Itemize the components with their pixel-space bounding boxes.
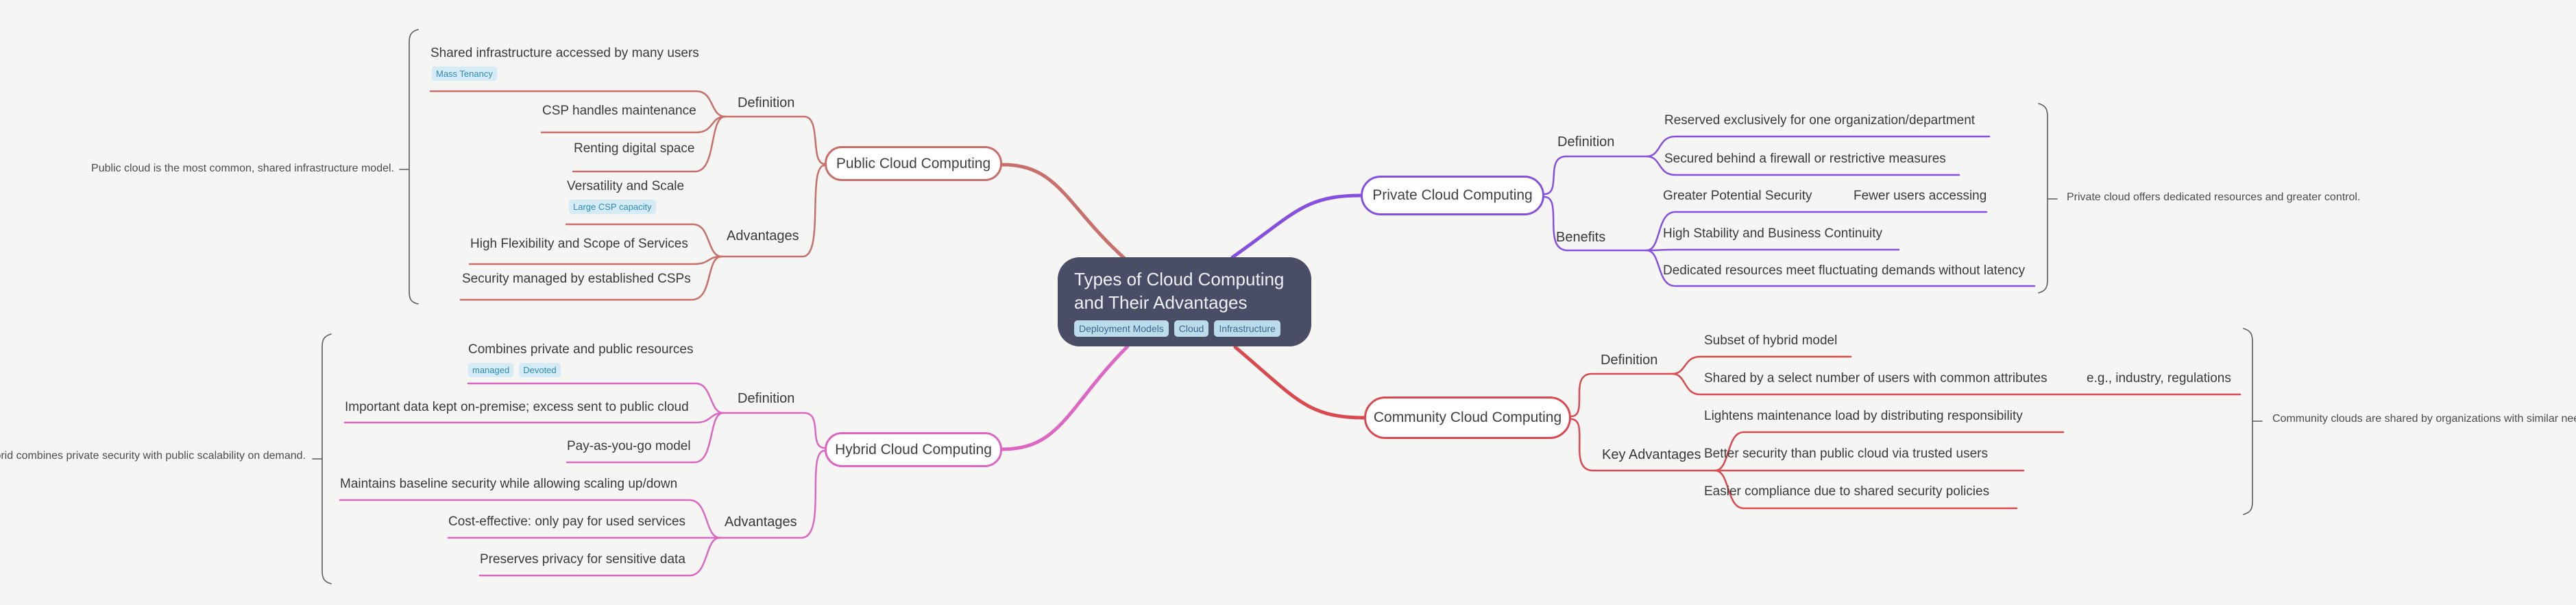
- community-leaf-easier-compliance[interactable]: Easier compliance due to shared security…: [1704, 484, 1990, 499]
- community-leaf-eg-industry[interactable]: e.g., industry, regulations: [2087, 371, 2231, 385]
- root-tags: Deployment Models Cloud Infrastructure: [1074, 320, 1295, 337]
- community-leaf-lightens[interactable]: Lightens maintenance load by distributin…: [1704, 409, 2023, 423]
- edge-root-community: [1233, 345, 1366, 420]
- public-leaf-flexibility[interactable]: High Flexibility and Scope of Services: [470, 237, 688, 251]
- community-cloud-node[interactable]: Community Cloud Computing: [1364, 396, 1571, 439]
- tag-large-csp-capacity[interactable]: Large CSP capacity: [569, 200, 656, 214]
- edge-root-private: [1230, 193, 1363, 259]
- hybrid-leaf-preserves-privacy[interactable]: Preserves privacy for sensitive data: [480, 552, 685, 567]
- private-leaf-reserved[interactable]: Reserved exclusively for one organizatio…: [1664, 113, 1976, 128]
- public-summary-bracket: [399, 29, 419, 305]
- public-definition-label[interactable]: Definition: [738, 95, 795, 110]
- hybrid-leaf-combines-tags: managed Devoted: [468, 363, 561, 377]
- private-benefits-label[interactable]: Benefits: [1556, 230, 1606, 245]
- tag-devoted[interactable]: Devoted: [519, 363, 561, 377]
- hybrid-leaf-pay-as-you-go[interactable]: Pay-as-you-go model: [567, 439, 691, 453]
- community-leaf-better-security[interactable]: Better security than public cloud via tr…: [1704, 447, 1988, 461]
- hybrid-leaf-important-data[interactable]: Important data kept on-premise; excess s…: [345, 400, 689, 414]
- root-tag-cloud[interactable]: Cloud: [1174, 320, 1209, 337]
- community-definition-label[interactable]: Definition: [1601, 353, 1658, 368]
- root-node[interactable]: Types of Cloud Computing and Their Advan…: [1058, 257, 1311, 346]
- public-leaf-shared-tags: Mass Tenancy: [432, 67, 497, 81]
- private-definition-label[interactable]: Definition: [1557, 134, 1615, 150]
- edge-root-hybrid: [1000, 344, 1130, 451]
- hybrid-branch-lines: [339, 382, 826, 577]
- public-advantages-label[interactable]: Advantages: [727, 228, 799, 244]
- private-cloud-node[interactable]: Private Cloud Computing: [1361, 176, 1544, 215]
- private-branch-lines: [1543, 135, 2036, 287]
- community-annotation: Community clouds are shared by organizat…: [2272, 413, 2576, 425]
- public-leaf-shared-infrastructure[interactable]: Shared infrastructure accessed by many u…: [430, 46, 699, 60]
- edge-root-public: [1000, 163, 1128, 261]
- community-summary-bracket: [2243, 328, 2263, 515]
- community-branch-lines: [1570, 355, 2241, 510]
- community-leaf-shared-select[interactable]: Shared by a select number of users with …: [1704, 371, 2048, 385]
- hybrid-leaf-combines[interactable]: Combines private and public resources: [468, 342, 694, 357]
- root-tag-deployment-models[interactable]: Deployment Models: [1074, 320, 1169, 337]
- private-leaf-stability[interactable]: High Stability and Business Continuity: [1663, 226, 1883, 241]
- hybrid-cloud-node[interactable]: Hybrid Cloud Computing: [825, 432, 1002, 467]
- root-tag-infrastructure[interactable]: Infrastructure: [1214, 320, 1280, 337]
- public-leaf-renting-space[interactable]: Renting digital space: [574, 141, 695, 156]
- public-leaf-versatility[interactable]: Versatility and Scale: [567, 179, 685, 193]
- public-annotation: Public cloud is the most common, shared …: [91, 163, 394, 174]
- hybrid-advantages-label[interactable]: Advantages: [725, 514, 797, 530]
- private-leaf-fewer-users[interactable]: Fewer users accessing: [1854, 189, 1987, 203]
- tag-managed[interactable]: managed: [468, 363, 514, 377]
- root-title-line1: Types of Cloud Computing: [1074, 268, 1285, 289]
- tag-mass-tenancy[interactable]: Mass Tenancy: [432, 67, 497, 81]
- private-leaf-greater-security[interactable]: Greater Potential Security: [1663, 189, 1812, 203]
- community-key-advantages-label[interactable]: Key Advantages: [1602, 447, 1701, 462]
- private-leaf-secured[interactable]: Secured behind a firewall or restrictive…: [1664, 152, 1946, 166]
- public-leaf-versatility-tags: Large CSP capacity: [569, 200, 656, 214]
- hybrid-summary-bracket: [312, 333, 332, 584]
- hybrid-leaf-maintains-security[interactable]: Maintains baseline security while allowi…: [340, 477, 678, 491]
- hybrid-leaf-cost-effective[interactable]: Cost-effective: only pay for used servic…: [448, 514, 686, 529]
- private-annotation: Private cloud offers dedicated resources…: [2067, 191, 2361, 203]
- hybrid-annotation: Hybrid combines private security with pu…: [0, 450, 306, 462]
- public-leaf-csp-maintenance[interactable]: CSP handles maintenance: [542, 104, 696, 118]
- public-branch-lines: [429, 90, 826, 301]
- public-cloud-node[interactable]: Public Cloud Computing: [825, 146, 1002, 181]
- private-summary-bracket: [2038, 103, 2058, 294]
- community-leaf-subset[interactable]: Subset of hybrid model: [1704, 333, 1838, 348]
- private-leaf-dedicated[interactable]: Dedicated resources meet fluctuating dem…: [1663, 263, 2026, 278]
- hybrid-definition-label[interactable]: Definition: [738, 391, 795, 406]
- public-leaf-security[interactable]: Security managed by established CSPs: [462, 272, 691, 286]
- root-title-line2: and Their Advantages: [1074, 292, 1248, 313]
